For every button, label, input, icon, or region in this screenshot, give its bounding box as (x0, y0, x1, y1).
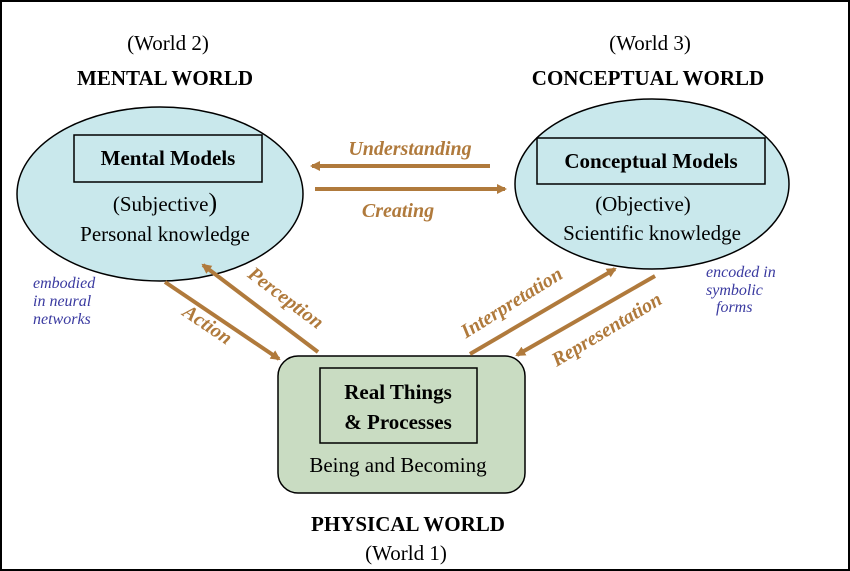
being-becoming-label: Being and Becoming (309, 453, 487, 477)
embodied-note-line2: in neural (33, 293, 92, 310)
physical-world-number: (World 1) (365, 541, 447, 565)
objective-label: (Objective) (595, 192, 691, 216)
conceptual-models-box (536, 137, 766, 185)
mental-world-ellipse (16, 106, 304, 282)
encoded-note-line1: encoded in (706, 264, 776, 281)
embodied-note-line1: embodied (33, 275, 96, 292)
subjective-label: (Subjective) (113, 188, 217, 217)
scientific-knowledge-label: Scientific knowledge (563, 221, 741, 245)
physical-world-box (277, 355, 526, 494)
mental-models-label: Mental Models (101, 146, 236, 170)
representation-arrow (515, 274, 656, 357)
encoded-note-line2: symbolic (706, 282, 763, 299)
understanding-label: Understanding (348, 138, 471, 160)
processes-label: & Processes (344, 410, 452, 434)
action-arrow (163, 280, 281, 361)
creating-label: Creating (362, 200, 434, 222)
perception-arrow (201, 263, 320, 354)
encoded-note-line3: forms (716, 299, 752, 316)
mental-models-box (73, 134, 263, 183)
real-things-box (319, 367, 478, 444)
mental-world-title: MENTAL WORLD (77, 66, 253, 90)
conceptual-models-label: Conceptual Models (564, 149, 737, 173)
conceptual-world-number: (World 3) (609, 31, 691, 55)
physical-world-title: PHYSICAL WORLD (311, 512, 505, 536)
personal-knowledge-label: Personal knowledge (80, 222, 250, 246)
interpretation-arrow (468, 267, 617, 356)
embodied-note-line3: networks (33, 311, 91, 328)
conceptual-world-title: CONCEPTUAL WORLD (532, 66, 764, 90)
mental-world-number: (World 2) (127, 31, 209, 55)
real-things-label: Real Things (344, 380, 452, 404)
